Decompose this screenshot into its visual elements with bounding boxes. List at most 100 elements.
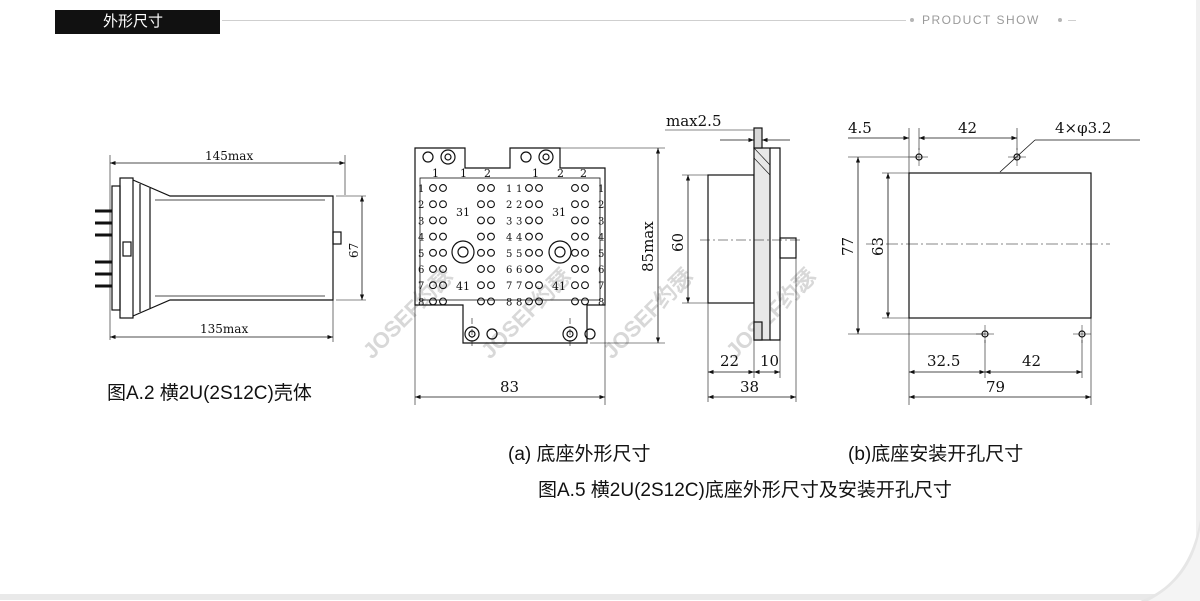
center-label-41a: 41 [456, 280, 470, 293]
watermark-4: JOSEF约瑟 [721, 264, 821, 364]
pin-row-label: 4 [598, 233, 604, 244]
pin-hole [429, 248, 437, 257]
pin-hole [429, 281, 437, 290]
pin-row-label: 5 [516, 249, 522, 260]
pin-hole [581, 281, 589, 290]
header-rule [222, 20, 906, 21]
pin-hole [477, 265, 485, 273]
pin-hole [477, 216, 485, 225]
pin-hole [535, 200, 543, 209]
caption-figure-a: (a) 底座外形尺寸 [508, 444, 651, 465]
center-label-31a: 31 [456, 206, 470, 219]
pin-hole [439, 248, 447, 257]
pin-hole [581, 200, 589, 209]
pin-hole [429, 184, 437, 192]
pin-row-label: 7 [418, 281, 424, 292]
pin-hole [429, 232, 437, 241]
pin-row-label: 7 [516, 281, 522, 292]
watermark-1: JOSEF约瑟 [358, 264, 458, 364]
pin-hole [525, 297, 533, 306]
pin-row-label: 1 [418, 184, 424, 195]
pin-row-label: 2 [516, 200, 522, 211]
dim-77: 77 [839, 237, 857, 256]
dim-max2-5: max2.5 [666, 112, 721, 130]
header-dot-right [1058, 18, 1062, 22]
pin-hole [477, 297, 485, 306]
pin-hole [487, 184, 495, 192]
pin-hole [571, 232, 579, 241]
pin-hole [429, 297, 437, 306]
dim-32-5: 32.5 [927, 352, 960, 370]
base-side-drawing [665, 127, 800, 402]
pin-row-label: 3 [418, 216, 424, 227]
pin-hole [487, 297, 495, 306]
pin-hole [487, 281, 495, 290]
pin-hole [535, 232, 543, 241]
watermark-2: JOSEF约瑟 [476, 264, 576, 364]
pin-row-label: 2 [598, 200, 604, 211]
pin-hole [439, 216, 447, 225]
pin-row-label: 3 [516, 216, 522, 227]
pin-hole [525, 232, 533, 241]
pin-row-label: 6 [418, 265, 424, 276]
pin-hole [477, 281, 485, 290]
pin-hole [487, 265, 495, 273]
pin-row-label: 8 [516, 297, 522, 308]
col-header-2: 1 [460, 167, 467, 180]
dim-4-5: 4.5 [848, 119, 872, 137]
base-front-labels: 1 1 2 1 2 2 31 41 31 41 [432, 167, 587, 293]
pin-hole [487, 232, 495, 241]
pin-hole [487, 216, 495, 225]
pin-row-label: 1 [598, 184, 604, 195]
pin-hole [571, 184, 579, 192]
pin-hole [525, 184, 533, 192]
pin-hole [581, 265, 589, 273]
pin-row-label: 2 [418, 200, 424, 211]
pin-row-label: 4 [418, 233, 424, 244]
pin-hole [535, 216, 543, 225]
watermark-3: JOSEF约瑟 [598, 264, 698, 364]
pin-row-label: 3 [506, 216, 512, 227]
pin-row-label: 2 [506, 200, 512, 211]
pin-hole [535, 184, 543, 192]
housing-drawing [95, 155, 366, 342]
pin-hole [535, 265, 543, 273]
dim-38: 38 [740, 378, 759, 396]
pin-hole [525, 200, 533, 209]
dim-10: 10 [760, 352, 779, 370]
pin-hole [581, 216, 589, 225]
pin-hole [571, 281, 579, 290]
center-label-31b: 31 [552, 206, 566, 219]
dim-145max: 145max [205, 149, 253, 163]
dim-63: 63 [869, 237, 887, 256]
pin-hole [525, 216, 533, 225]
right-edge [1196, 0, 1200, 601]
pin-hole [439, 281, 447, 290]
pin-hole [439, 184, 447, 192]
center-label-41b: 41 [552, 280, 566, 293]
bottom-rule [0, 594, 1200, 600]
dim-22: 22 [720, 352, 739, 370]
pin-hole [581, 184, 589, 192]
pin-row-label: 1 [516, 184, 522, 195]
header-dot-left [910, 18, 914, 22]
pin-hole [535, 248, 543, 257]
pin-row-label: 3 [598, 216, 604, 227]
pin-hole [429, 200, 437, 209]
pin-hole [525, 281, 533, 290]
pin-hole [477, 200, 485, 209]
page-curl-icon [1140, 520, 1200, 601]
header-rule-end [1068, 20, 1076, 21]
pin-row-label: 7 [506, 281, 512, 292]
caption-figure-a5: 图A.5 横2U(2S12C)底座外形尺寸及安装开孔尺寸 [538, 480, 952, 501]
pin-row-label: 7 [598, 281, 604, 292]
pin-hole [487, 200, 495, 209]
pin-row-label: 6 [506, 265, 512, 276]
dim-83: 83 [500, 378, 519, 396]
pin-row-label: 1 [506, 184, 512, 195]
dim-60: 60 [669, 233, 687, 252]
watermarks: JOSEF约瑟 JOSEF约瑟 JOSEF约瑟 JOSEF约瑟 [358, 264, 821, 364]
pin-hole [571, 297, 579, 306]
